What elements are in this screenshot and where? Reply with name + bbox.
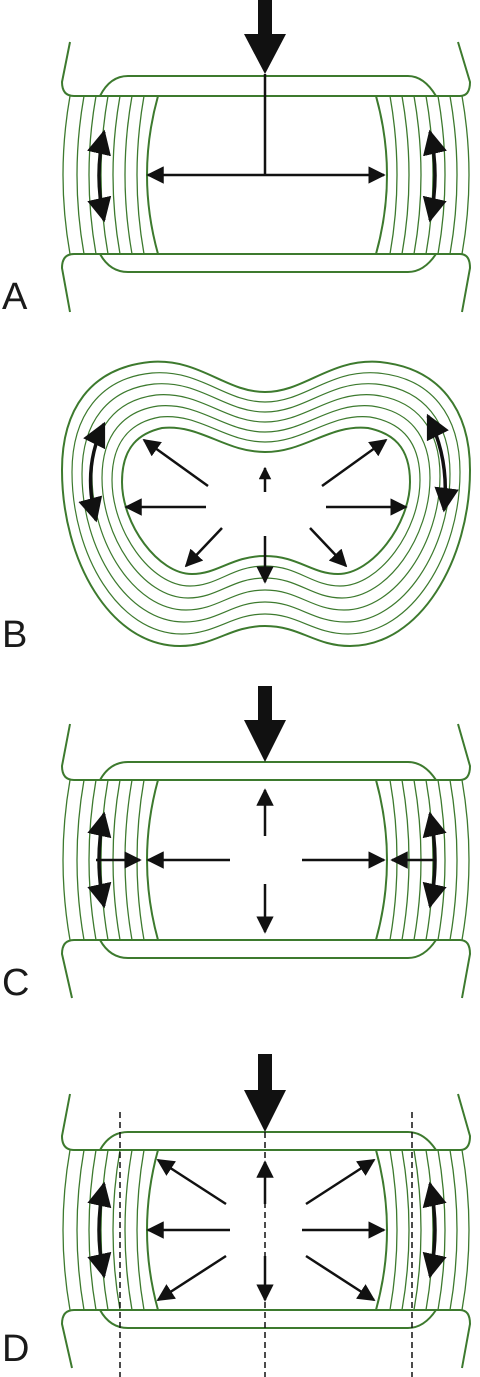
panel-c-disc-diagram	[60, 686, 472, 999]
panel-d-dashed-lines	[119, 1112, 413, 1377]
panel-a-lower-vertebra	[60, 253, 472, 313]
panel-b-disc-cross-section	[60, 360, 472, 648]
panel-b-tension-arrow-right	[426, 413, 459, 513]
panel-a-tension-arrow-right	[422, 129, 447, 223]
panel-b-pressure-arrows	[78, 413, 459, 584]
panel-label-c: C	[2, 962, 30, 1004]
panel-a-annulus-right	[375, 95, 470, 255]
panel-d-tension-arrow-left	[87, 1181, 112, 1279]
panel-label-a: A	[2, 276, 28, 318]
panel-c-tension-arrow-right	[422, 811, 447, 909]
panel-b-tension-arrow-left	[78, 421, 106, 523]
panel-c-tension-arrow-left	[87, 811, 112, 909]
panel-label-b: B	[2, 614, 28, 656]
panel-a-disc-diagram	[60, 0, 472, 313]
panel-c-load-arrow	[244, 686, 286, 762]
panel-label-d: D	[2, 1328, 30, 1370]
panel-d-tension-arrow-right	[422, 1181, 447, 1279]
panel-a-upper-vertebra	[60, 41, 472, 97]
panel-d-load-arrow	[244, 1054, 286, 1132]
panel-d-disc-diagram	[60, 1054, 472, 1377]
panel-a-load-arrow	[244, 0, 286, 74]
panel-a-annulus-left	[62, 95, 159, 255]
panel-a-tension-arrow-left	[87, 129, 112, 223]
